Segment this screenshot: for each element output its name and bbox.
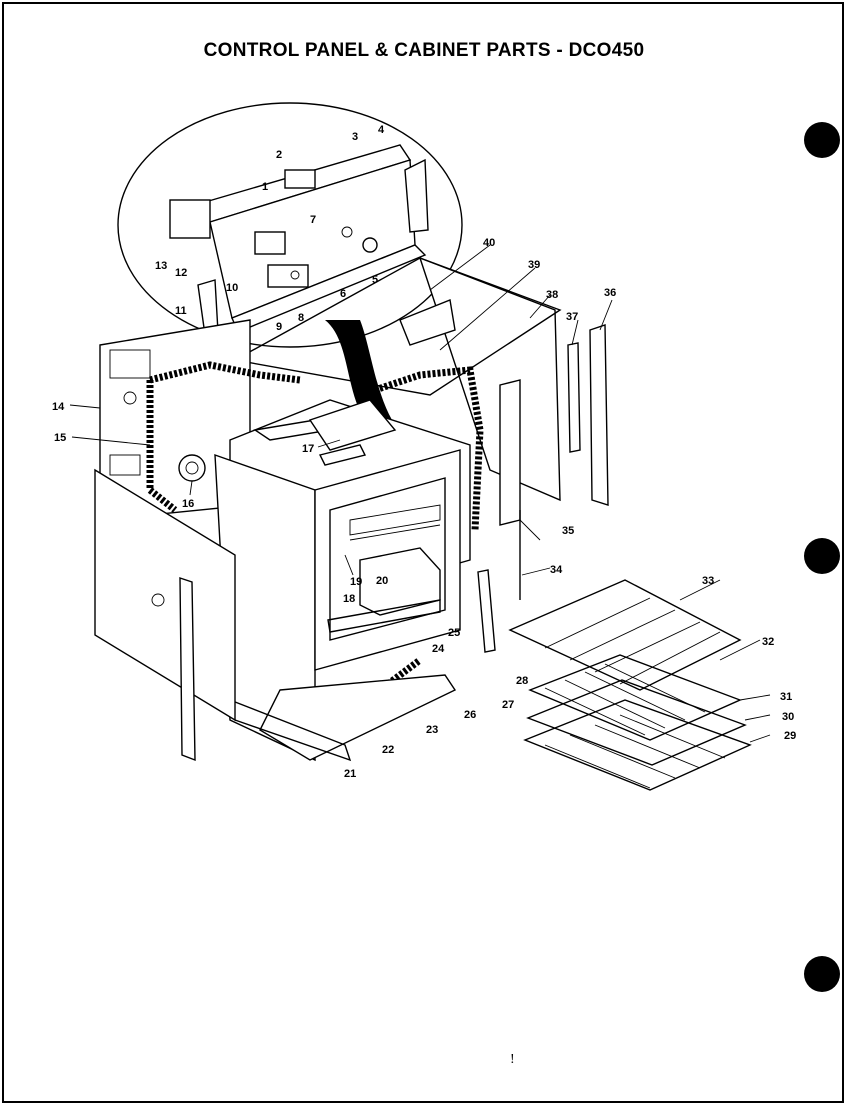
callout-38: 38 <box>546 289 558 301</box>
callout-33: 33 <box>702 575 714 587</box>
page-mark: ! <box>510 1052 515 1067</box>
gasket-left <box>149 361 301 384</box>
control-panel-callout-ellipse <box>117 102 463 348</box>
callout-13: 13 <box>155 260 167 272</box>
callout-35: 35 <box>562 525 574 537</box>
callout-18: 18 <box>343 593 355 605</box>
callout-14: 14 <box>52 401 65 413</box>
binder-hole-top <box>804 122 840 158</box>
binder-hole-bottom <box>804 956 840 992</box>
callout-27: 27 <box>502 699 514 711</box>
callout-39: 39 <box>528 259 540 271</box>
callout-24: 24 <box>432 643 445 655</box>
callout-40: 40 <box>483 237 495 249</box>
callout-29: 29 <box>784 730 796 742</box>
callout-22: 22 <box>382 744 394 756</box>
callout-1: 1 <box>262 181 268 193</box>
front-door-panel <box>94 468 236 722</box>
broil-pan <box>508 579 742 691</box>
leader-lines <box>69 244 771 743</box>
part-callouts: 2 3 4 1 7 5 6 8 9 10 11 12 13 14 15 16 1… <box>52 124 796 780</box>
callout-3: 3 <box>352 131 358 143</box>
callout-8: 8 <box>298 312 304 324</box>
knob <box>178 454 206 482</box>
callout-31: 31 <box>780 691 792 703</box>
gasket-right <box>373 366 484 531</box>
oven-cabinet <box>214 399 471 762</box>
callout-30: 30 <box>782 711 794 723</box>
side-trim-37 <box>567 342 581 453</box>
rack-slide <box>477 569 496 653</box>
callout-6: 6 <box>340 288 346 300</box>
callout-12: 12 <box>175 267 187 279</box>
callout-10: 10 <box>226 282 238 294</box>
oven-racks <box>523 654 752 791</box>
callout-23: 23 <box>426 724 438 736</box>
callout-21: 21 <box>344 768 356 780</box>
side-trim-36 <box>589 324 609 506</box>
callout-15: 15 <box>54 432 66 444</box>
callout-37: 37 <box>566 311 578 323</box>
callout-28: 28 <box>516 675 528 687</box>
diagram-title: CONTROL PANEL & CABINET PARTS - DCO450 <box>203 40 645 61</box>
callout-34: 34 <box>550 564 563 576</box>
callout-2: 2 <box>276 149 282 161</box>
callout-4: 4 <box>378 124 385 136</box>
callout-5: 5 <box>372 274 378 286</box>
callout-25: 25 <box>448 627 460 639</box>
divider-35 <box>499 379 521 526</box>
callout-9: 9 <box>276 321 282 333</box>
binder-hole-middle <box>804 538 840 574</box>
callout-17: 17 <box>302 443 314 455</box>
callout-26: 26 <box>464 709 476 721</box>
door-strip <box>179 577 196 762</box>
callout-19: 19 <box>350 576 362 588</box>
callout-20: 20 <box>376 575 388 587</box>
callout-11: 11 <box>175 305 187 317</box>
rear-panel <box>232 256 562 502</box>
bottom-tray <box>259 674 457 761</box>
callout-36: 36 <box>604 287 616 299</box>
callout-16: 16 <box>182 498 194 510</box>
callout-7: 7 <box>310 214 316 226</box>
callout-32: 32 <box>762 636 774 648</box>
